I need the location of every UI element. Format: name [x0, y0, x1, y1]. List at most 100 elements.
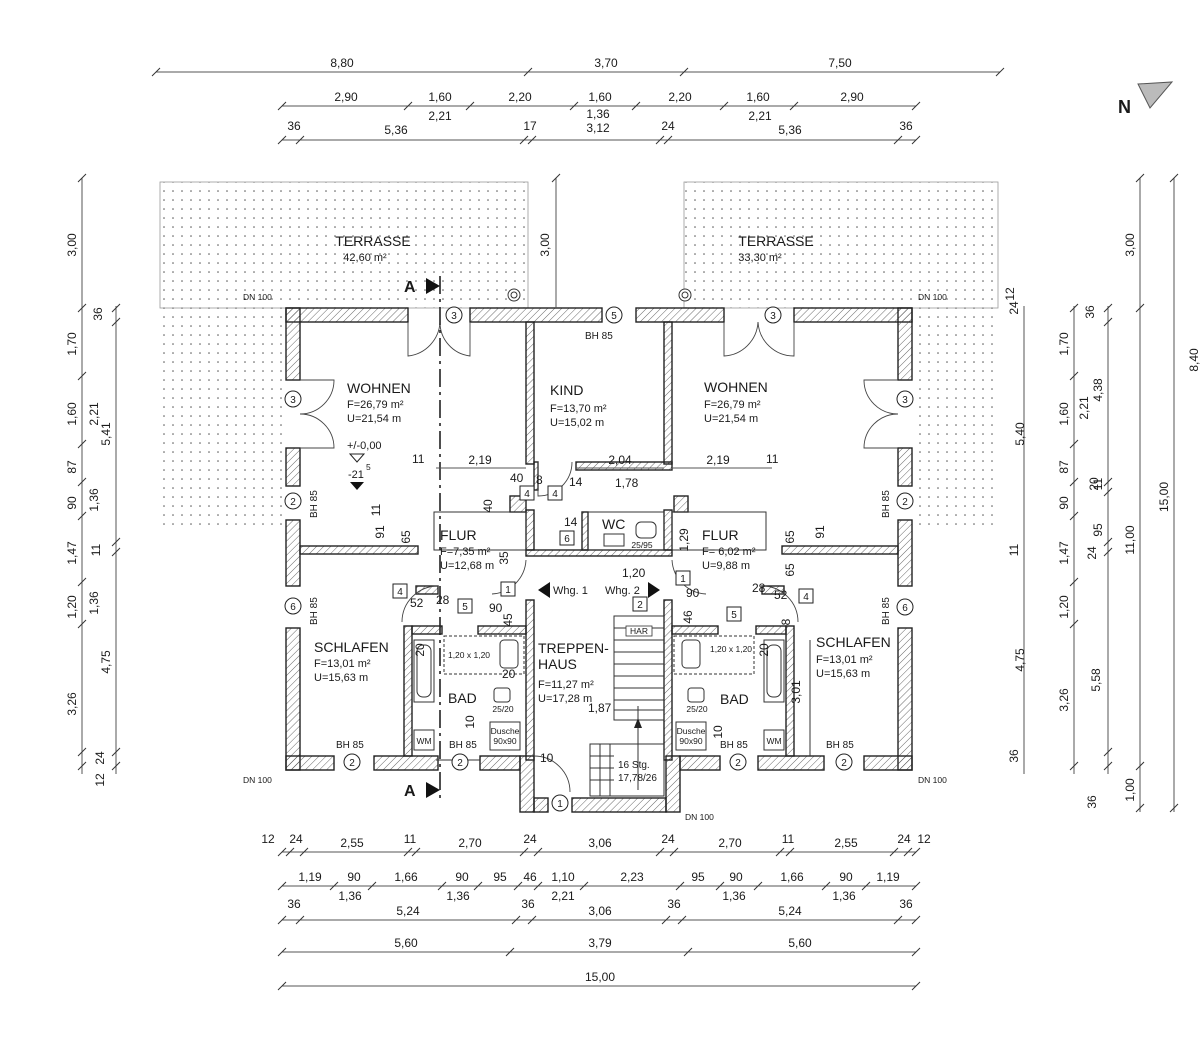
dim-b2-4: 95 — [493, 870, 507, 884]
room-wohnen-left-u: U=21,54 m — [347, 413, 401, 425]
dim-b2-5: 46 — [523, 870, 537, 884]
dim-b3-5: 2,21 — [551, 889, 575, 903]
dim-b1-5: 24 — [523, 832, 537, 846]
dim-i-10: 8 — [536, 473, 543, 487]
dim-i-8: 11 — [412, 452, 425, 466]
dn-label-2: DN 100 — [918, 292, 947, 302]
dim-b2-11: 90 — [839, 870, 853, 884]
marker-c-3: 3 — [770, 311, 776, 322]
dim-b2-12: 1,19 — [876, 870, 900, 884]
terrace-right-name: TERRASSE — [738, 233, 813, 249]
dim-rf-3: 8,40 — [1187, 348, 1200, 372]
room-flur-left-u: U=12,68 m — [440, 560, 494, 572]
dim-i-5: 1,87 — [588, 701, 612, 715]
dim-rm-2: 5,40 — [1013, 422, 1027, 446]
dim-li-3: 1,36 — [87, 488, 101, 512]
dim-i-18: 28 — [436, 593, 450, 607]
bathroom-fixtures: 1,20 x 1,20 WM Dusche 90x90 25/20 1,20 x… — [413, 521, 785, 751]
stairs-count: 16 Stg. — [618, 760, 650, 771]
marker-b-1: 4 — [552, 489, 558, 500]
room-flur-right-name: FLUR — [702, 527, 739, 543]
dimension-center-vertical: 3,00 — [538, 173, 561, 308]
dim-b2-8: 95 — [691, 870, 705, 884]
dn-label-4: DN 100 — [918, 775, 947, 785]
dim-li-5: 1,36 — [87, 591, 101, 615]
dim-r-3: 87 — [1057, 460, 1071, 474]
whg1-label: Whg. 1 — [553, 585, 588, 597]
room-kind-u: U=15,02 m — [550, 417, 604, 429]
dim-ri-6: 5,58 — [1089, 668, 1103, 692]
room-labels: WOHNEN F=26,79 m² U=21,54 m +/-0,00 -21 … — [314, 379, 891, 707]
dim-i-23: 35 — [497, 551, 511, 565]
dim-ri-3: 11 — [1091, 477, 1105, 490]
dim-i-22: 45 — [501, 613, 515, 627]
terrace-right: TERRASSE 33,30 m² — [683, 181, 999, 530]
dim-b2-6: 1,10 — [551, 870, 575, 884]
marker-b-10: 4 — [803, 592, 809, 603]
bh-schlafen-right-side: BH 85 — [881, 597, 892, 625]
dim-b2-7: 2,23 — [620, 870, 644, 884]
dimensions-interior: 2,19 2,04 2,19 1,78 1,20 1,87 3,01 1,29 … — [369, 452, 1101, 765]
dusche-right-size: 90x90 — [679, 736, 702, 746]
dim-top2-3: 1,60 — [588, 90, 612, 104]
dim-ri-2: 4,38 — [1091, 378, 1105, 402]
dim-b3-3: 1,36 — [446, 889, 470, 903]
dim-top3-3: 17 — [523, 119, 537, 133]
dim-top2-0: 2,90 — [334, 90, 358, 104]
dim-rm-5: 36 — [1007, 749, 1021, 763]
dim-l-2: 1,60 — [65, 402, 79, 426]
dim-l-4: 90 — [65, 496, 79, 510]
room-flur-left-f: F=7,35 m² — [440, 546, 491, 558]
room-wohnen-right-u: U=21,54 m — [704, 413, 758, 425]
marker-c-12: 2 — [735, 758, 741, 769]
dim-b1-11: 24 — [897, 832, 911, 846]
dim-rf-2: 11,00 — [1123, 525, 1137, 554]
room-flur-left-name: FLUR — [440, 527, 477, 543]
dim-b1-6: 3,06 — [588, 836, 612, 850]
dim-li-1: 2,21 — [87, 402, 101, 426]
marker-c-6: 2 — [290, 497, 296, 508]
dim-i-2: 2,19 — [706, 453, 730, 467]
dim-b1-0: 12 — [261, 832, 275, 846]
dim-b1-3: 11 — [404, 832, 417, 846]
opening-markers-circles: 3 5 3 3 3 2 2 6 6 2 2 2 2 1 — [284, 306, 914, 812]
dim-top1-0: 8,80 — [330, 56, 354, 70]
tub-right-size: 1,20 x 1,20 — [710, 644, 752, 654]
marker-c-10: 2 — [349, 758, 355, 769]
room-treppenhaus-name1: TREPPEN- — [538, 640, 609, 656]
dim-i-6: 3,01 — [789, 680, 803, 704]
downpipes: DN 100 DN 100 DN 100 DN 100 DN 100 — [243, 288, 947, 822]
wm-right: WM — [766, 736, 781, 746]
dim-rm-4: 4,75 — [1013, 648, 1027, 672]
dim-i-33: 14 — [564, 515, 578, 529]
dim-i-19: 52 — [774, 588, 788, 602]
marker-c-5: 3 — [902, 395, 908, 406]
dim-r-8: 1,00 — [1123, 778, 1137, 802]
dim-i-3: 1,78 — [615, 476, 639, 490]
dim-b4-2: 5,60 — [788, 936, 812, 950]
dim-i-32: 11 — [766, 452, 779, 466]
room-treppenhaus-name2: HAUS — [538, 656, 577, 672]
wc-size: 25/95 — [631, 540, 653, 550]
bh-schlafen-left-side: BH 85 — [309, 597, 320, 625]
dim-i-11: 14 — [569, 475, 583, 489]
bh-kind: BH 85 — [585, 331, 613, 342]
room-kind-f: F=13,70 m² — [550, 403, 607, 415]
dim-rm-0: 24 — [1007, 301, 1021, 315]
dim-b4-0: 5,60 — [394, 936, 418, 950]
bh-labels: BH 85 BH 85 BH 85 BH 85 BH 85 BH 85 BH 8… — [309, 331, 892, 751]
dim-r-7: 3,26 — [1057, 688, 1071, 712]
opening-markers-boxes: 4 4 6 1 1 2 5 5 4 4 — [392, 485, 814, 622]
room-bad-right-name: BAD — [720, 691, 749, 707]
dim-top3-6: 24 — [661, 119, 675, 133]
marker-b-4: 1 — [505, 585, 511, 596]
bh-bad-right: BH 85 — [720, 740, 748, 751]
dim-top3-7: 2,21 — [748, 109, 772, 123]
bh-schlafen-left: BH 85 — [336, 740, 364, 751]
dim-b4-1: 3,79 — [588, 936, 612, 950]
staircase[interactable]: HAR 16 Stg. 17,78/26 — [589, 615, 665, 797]
marker-b-3: 6 — [564, 534, 570, 545]
dim-b1-8: 2,70 — [718, 836, 742, 850]
marker-c-2: 5 — [611, 311, 617, 322]
marker-c-14: 1 — [557, 799, 563, 810]
